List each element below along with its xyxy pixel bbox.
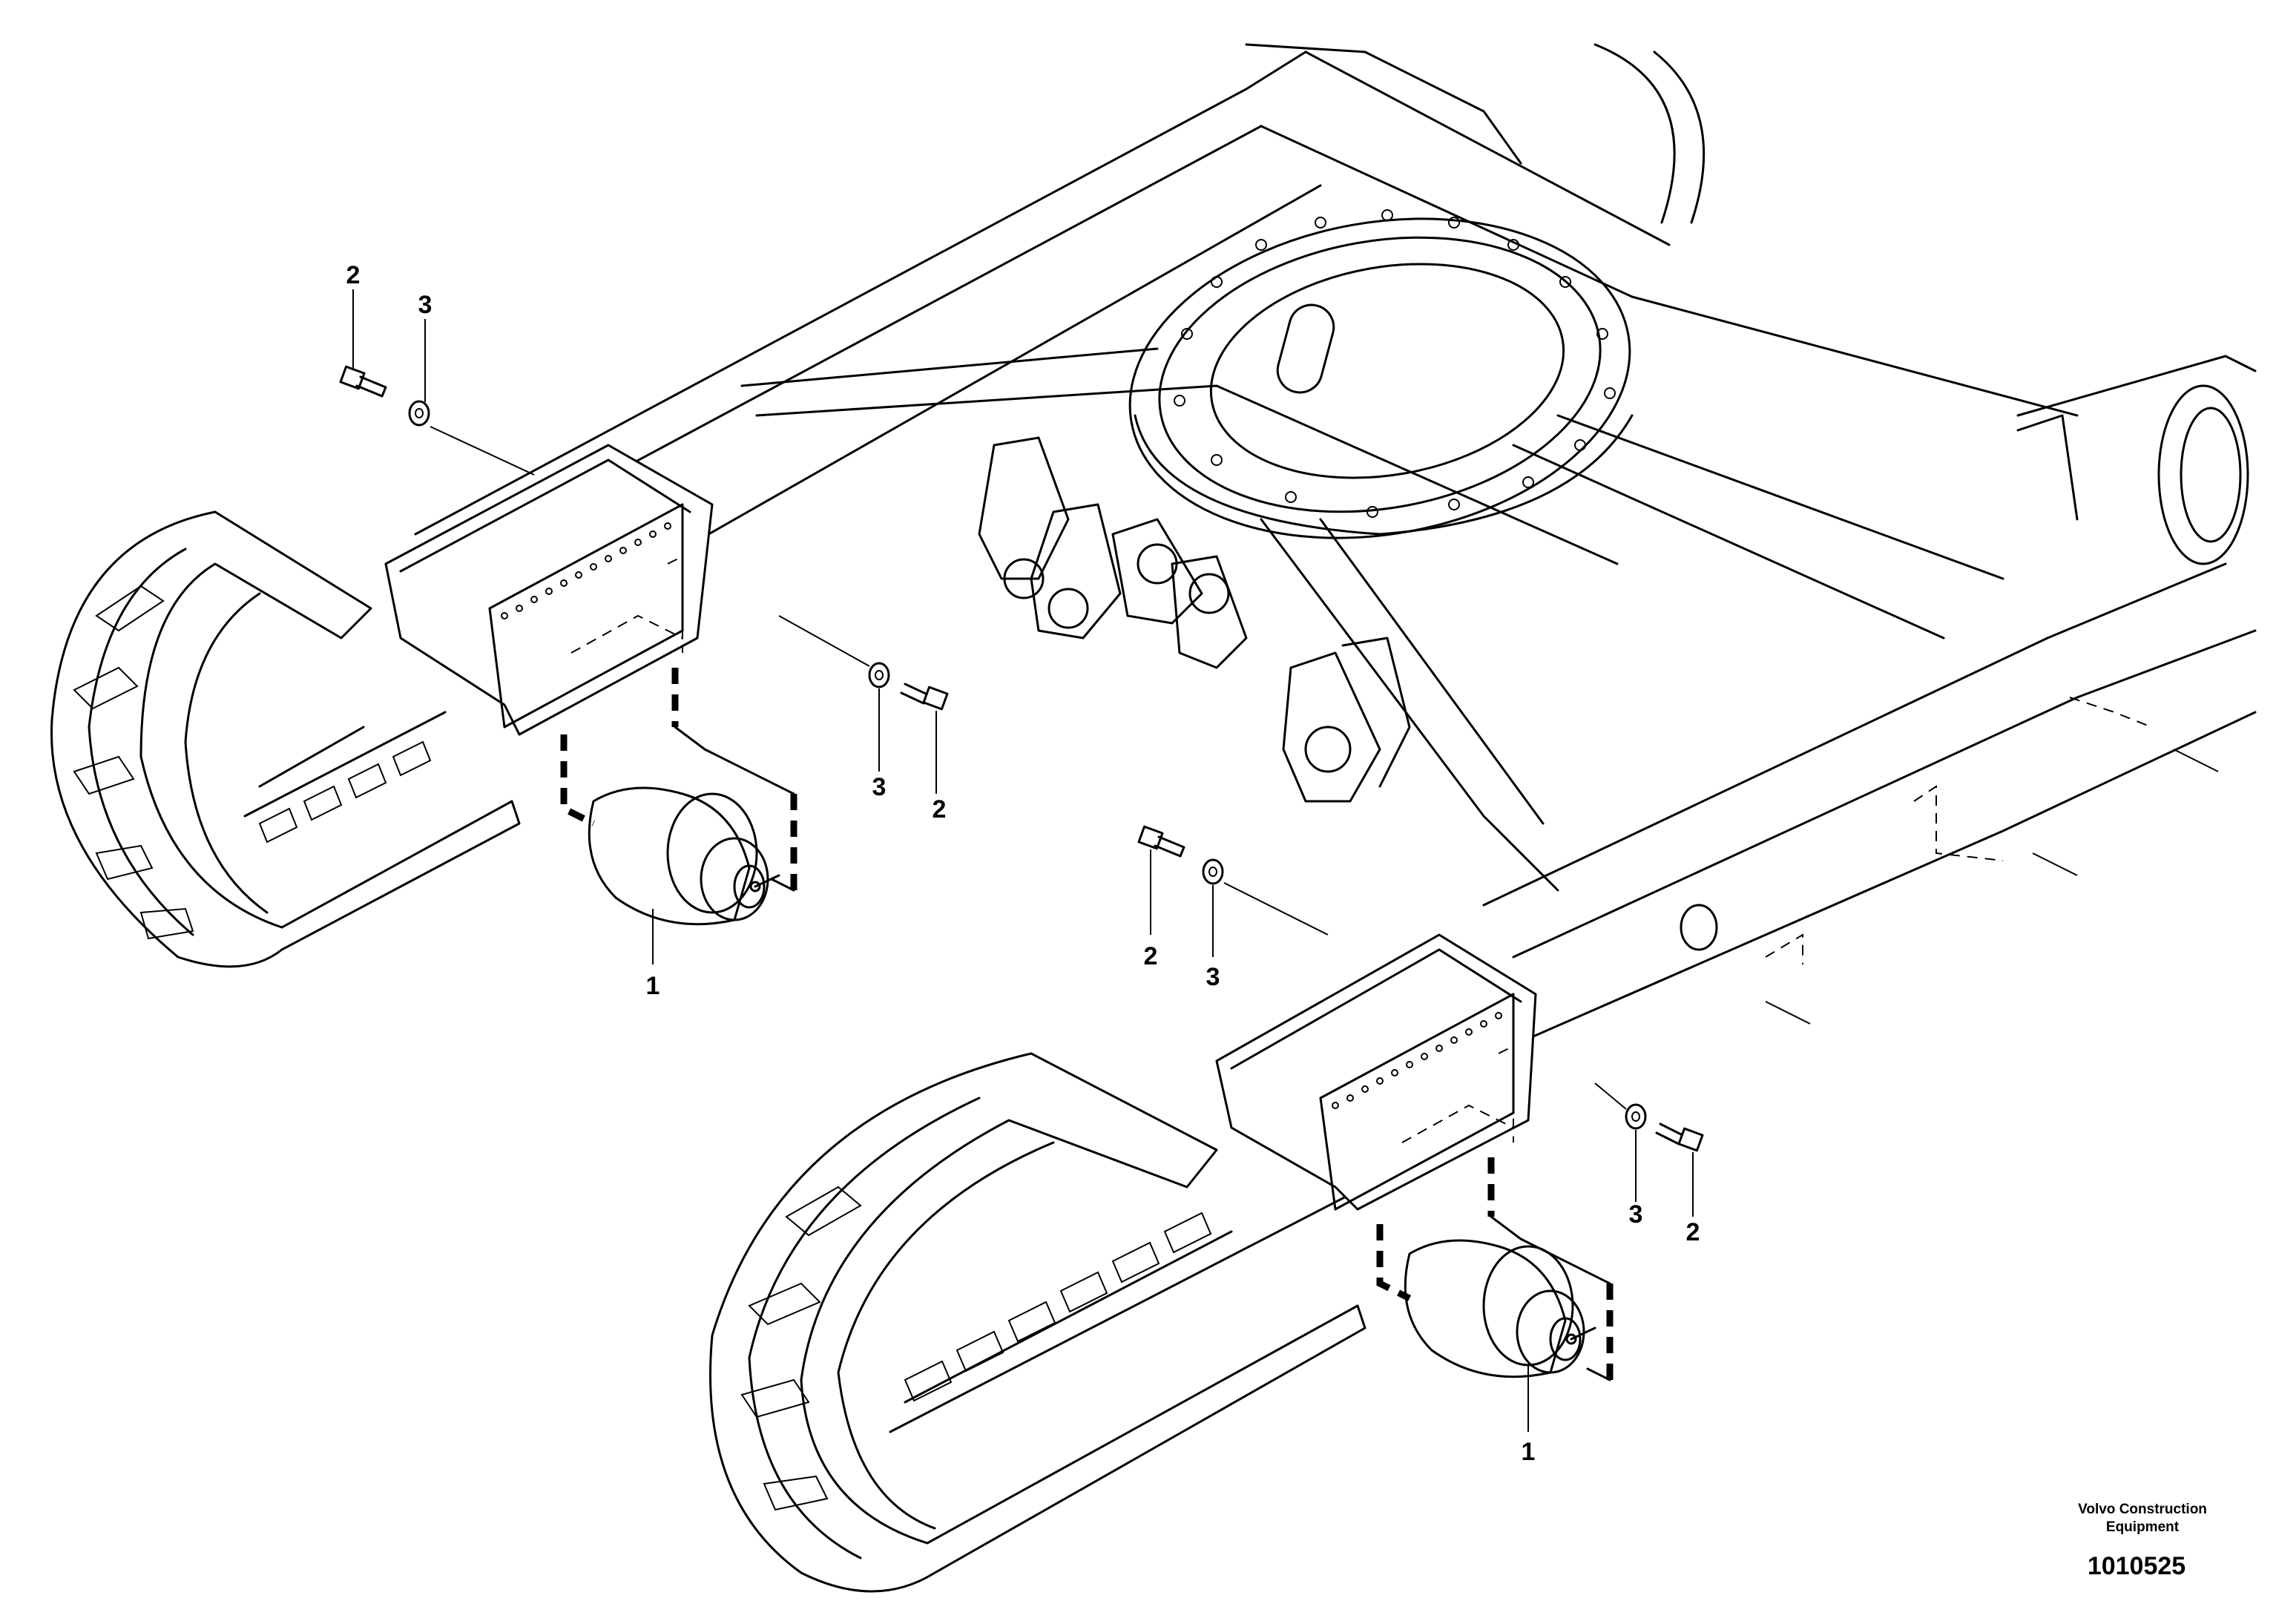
callout-bolt-top-left: 2 [346,261,361,289]
callout-bolt-center: 2 [1144,942,1158,970]
company-name-line1: Volvo Construction [2078,1502,2207,1517]
right-rubber-track [709,1052,1366,1593]
washer-right [1625,1103,1647,1130]
bolt-center [1137,825,1185,858]
assembly-lines [560,668,1614,1381]
drawing-number: 1010525 [2088,1552,2185,1580]
callout-bolt-right: 2 [1686,1218,1700,1246]
washer-mid-left [868,662,890,688]
bolt-right [1655,1122,1704,1152]
boom-mount-brackets [978,436,1411,803]
left-mount-holes [501,522,671,619]
washer-center [1202,858,1224,885]
right-mount-holes [1332,1012,1502,1109]
left-rubber-track [50,510,521,968]
left-track-roller [588,786,780,926]
callout-washer-center: 3 [1206,963,1220,991]
callout-washer-mid-left: 3 [872,773,887,801]
slewing-ring-bolt-holes [1174,209,1616,518]
leader-lines [352,289,1694,1432]
slewing-ring [1128,209,1634,539]
callout-bolt-mid-left: 2 [933,795,947,823]
right-roller-mount [1215,933,1537,1211]
callout-washer-right: 3 [1629,1200,1643,1229]
callout-washer-top-left: 3 [418,291,432,319]
washer-top-left [408,400,430,427]
company-name-line2: Equipment [2106,1519,2180,1535]
bolt-mid-left [900,683,949,711]
title-block: Volvo Construction Equipment 1010525 [2078,1502,2207,1580]
bolt-top-left [339,365,387,398]
hardware [339,365,1704,1152]
left-roller-mount [384,444,714,736]
callout-roller-left: 1 [646,972,660,1000]
callout-roller-right: 1 [1522,1438,1536,1466]
undercarriage-frame [414,43,2257,1040]
left-track-lugs [73,585,432,940]
callout-labels: 2 3 3 2 1 2 3 3 2 1 [346,261,1700,1466]
